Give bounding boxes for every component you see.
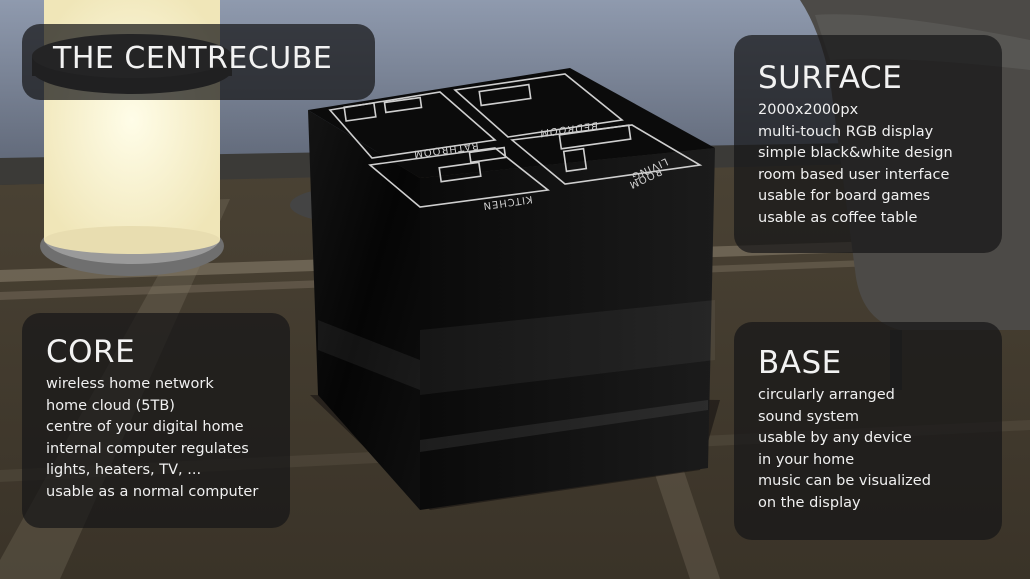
list-item: home cloud (5TB) [46, 397, 175, 414]
surface-panel: SURFACE 2000x2000px multi-touch RGB disp… [734, 35, 1002, 253]
list-item: circularly arranged [758, 387, 895, 403]
centrecube-illustration: BATHROOM BEDROOM KITCHEN ROOM LIVING [308, 68, 720, 510]
list-item: music can be visualized [758, 473, 931, 489]
list-item: usable as a normal computer [46, 483, 259, 500]
core-feature-list: wireless home network home cloud (5TB) c… [46, 374, 290, 503]
list-item: room based user interface [758, 166, 950, 183]
core-panel: CORE wireless home network home cloud (5… [22, 313, 290, 528]
list-item: in your home [758, 451, 855, 468]
list-item: internal computer regulates [46, 440, 249, 457]
core-heading: CORE [46, 334, 136, 370]
list-item: 2000x2000px [758, 102, 859, 118]
title-panel: THE CENTRECUBE [22, 24, 375, 100]
list-item: simple black&white design [758, 145, 953, 161]
list-item: multi-touch RGB display [758, 123, 934, 140]
list-item: lights, heaters, TV, ... [46, 462, 202, 478]
base-feature-list: circularly arranged sound system usable … [758, 385, 1002, 514]
list-item: usable for board games [758, 188, 931, 204]
surface-heading: SURFACE [758, 60, 903, 96]
page-title: THE CENTRECUBE [53, 41, 333, 76]
base-panel: BASE circularly arranged sound system us… [734, 322, 1002, 540]
list-item: usable as coffee table [758, 209, 918, 226]
surface-feature-list: 2000x2000px multi-touch RGB display simp… [758, 100, 1002, 229]
list-item: centre of your digital home [46, 419, 244, 435]
list-item: sound system [758, 408, 860, 425]
list-item: on the display [758, 494, 861, 511]
list-item: usable by any device [758, 430, 912, 446]
base-heading: BASE [758, 345, 842, 381]
list-item: wireless home network [46, 376, 214, 392]
